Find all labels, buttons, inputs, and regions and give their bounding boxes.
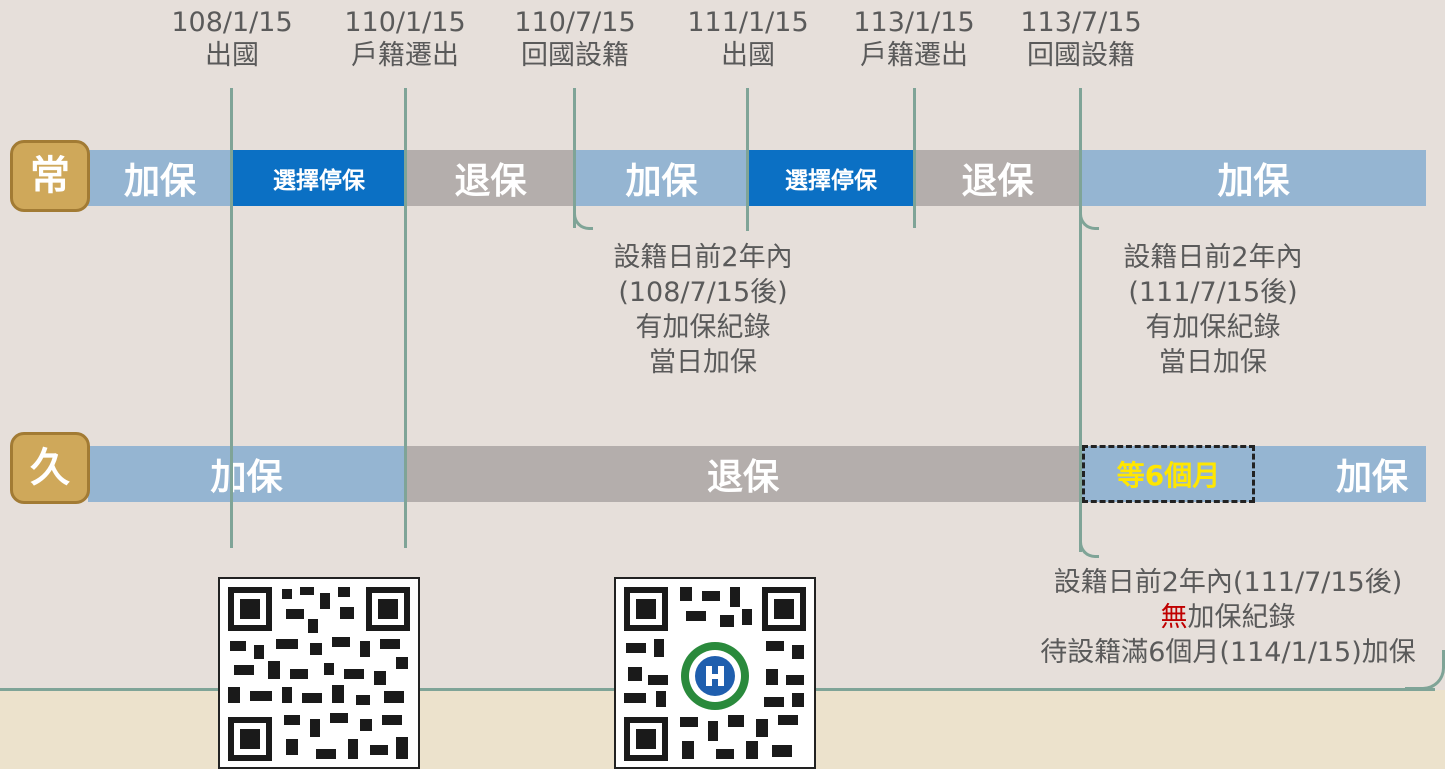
qr-code-right[interactable] [614,577,816,769]
note-hook [573,212,593,230]
row2-segment-withdrawn: 退保 [405,446,1081,502]
row2-segment-insured: 加保 [88,446,405,502]
note-returned-113: 設籍日前2年內 (111/7/15後) 有加保紀錄 當日加保 [1123,240,1302,380]
date-label-1: 108/1/15 出國 [171,6,292,72]
note-text: 加保紀錄 [1187,602,1296,633]
row1-segment-insured: 加保 [1081,150,1426,206]
note-line: 有加保紀錄 [1145,312,1281,343]
event-text: 戶籍遷出 [350,40,459,71]
note-line: 無加保紀錄 [1040,600,1416,635]
date-label-4: 111/1/15 出國 [687,6,808,72]
timeline-line-113-7 [1079,88,1082,552]
date-label-6: 113/7/15 回國設籍 [1020,6,1141,72]
note-line: (111/7/15後) [1128,277,1298,308]
timeline-line-110-7 [573,88,576,228]
qr-pattern [616,579,814,767]
row1-segment-suspended: 選擇停保 [748,150,914,206]
date-label-5: 113/1/15 戶籍遷出 [853,6,974,72]
note-line: 當日加保 [649,347,757,378]
event-text: 回國設籍 [1026,40,1135,71]
row-tag-permanent: 久 [10,432,90,504]
row1-segment-withdrawn: 退保 [914,150,1081,206]
note-line: 設籍日前2年內 [1123,242,1303,273]
row1-segment-withdrawn: 退保 [406,150,575,206]
date-text: 113/7/15 [1020,7,1142,38]
row1-segment-suspended: 選擇停保 [232,150,406,206]
event-text: 戶籍遷出 [859,40,968,71]
note-line: 待設籍滿6個月(114/1/15)加保 [1040,637,1416,668]
note-hook [1079,540,1099,558]
date-text: 110/7/15 [514,7,636,38]
date-text: 113/1/15 [853,7,975,38]
qr-code-left[interactable] [218,577,420,769]
note-returned-110: 設籍日前2年內 (108/7/15後) 有加保紀錄 當日加保 [613,240,792,380]
timeline-line-108-1 [230,88,233,548]
emphasis-text: 無 [1160,602,1188,633]
note-line: 有加保紀錄 [635,312,771,343]
timeline-line-111-1 [746,88,749,231]
row1-segment-insured: 加保 [575,150,748,206]
date-text: 111/1/15 [687,7,809,38]
note-line: 當日加保 [1159,347,1267,378]
note-line: (108/7/15後) [618,277,788,308]
date-text: 108/1/15 [171,7,293,38]
event-text: 出國 [204,40,259,71]
wait-six-months-box: 等6個月 [1082,445,1255,503]
qr-pattern [220,579,418,767]
note-hook [1079,212,1099,230]
date-label-3: 110/7/15 回國設籍 [514,6,635,72]
event-text: 回國設籍 [520,40,629,71]
row-tag-regular: 常 [10,140,90,212]
note-no-record: 設籍日前2年內(111/7/15後) 無加保紀錄 待設籍滿6個月(114/1/1… [1040,565,1416,670]
event-text: 出國 [720,40,775,71]
date-text: 110/1/15 [344,7,466,38]
timeline-line-110-1 [404,88,407,548]
date-label-2: 110/1/15 戶籍遷出 [344,6,465,72]
row1-segment-insured: 加保 [88,150,232,206]
note-line: 設籍日前2年內 [613,242,793,273]
divider-corner [1405,650,1445,690]
timeline-line-113-1 [913,88,916,228]
note-line: 設籍日前2年內(111/7/15後) [1053,567,1403,598]
